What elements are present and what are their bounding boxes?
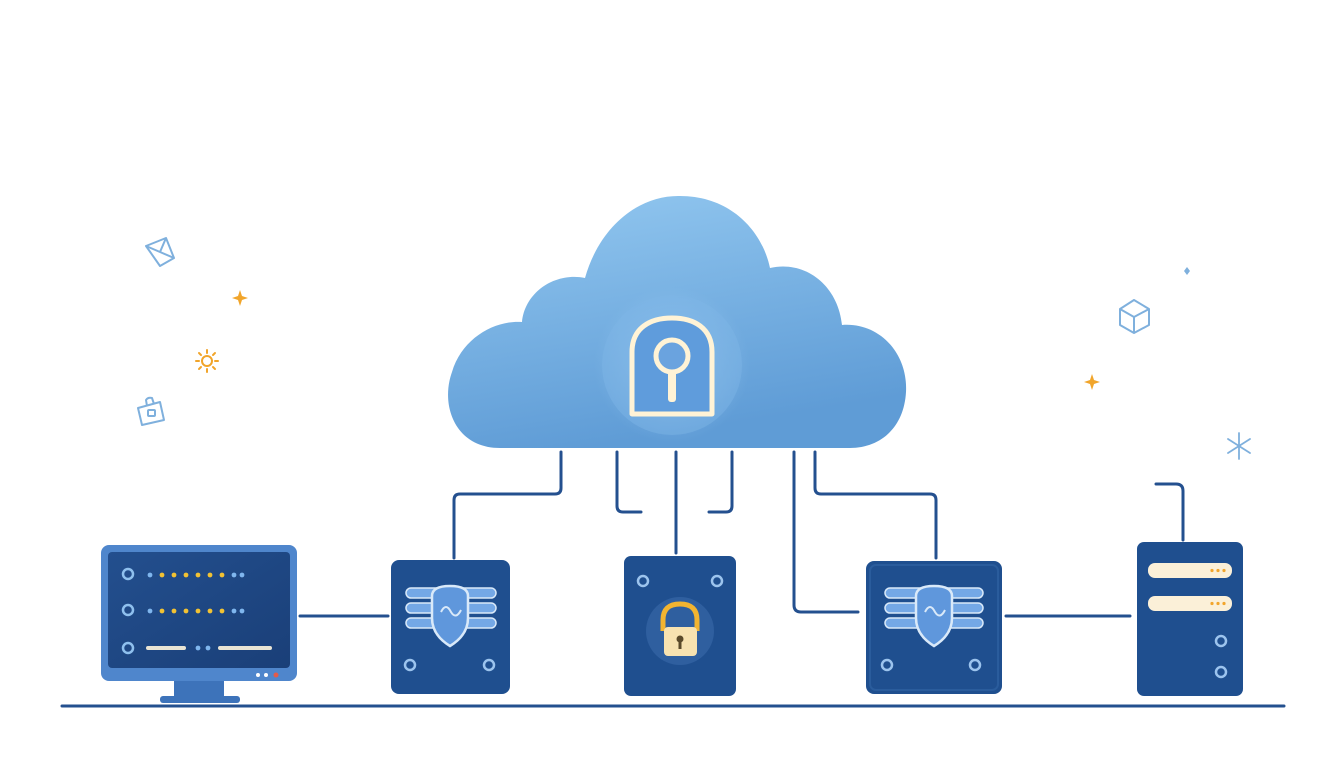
- link-cloud-firewall-left: [452, 450, 563, 560]
- monitor-icon: [101, 545, 297, 703]
- link-cloud-firewall-right-outer: [792, 450, 860, 614]
- status-dots-row-1: [147, 572, 245, 578]
- hexagon-cube-icon: [1119, 299, 1150, 334]
- bag-lock-icon: [137, 396, 165, 426]
- asterisk-icon: [1227, 432, 1251, 460]
- keyhole-lock-icon: [629, 315, 715, 417]
- firewall-left-device: [391, 560, 510, 694]
- status-dots-row-2: [147, 608, 245, 614]
- link-cloud-stub-1: [615, 450, 643, 514]
- padlock-icon: [660, 601, 700, 656]
- status-bars-row-3: [146, 645, 272, 651]
- firewall-right-device: [866, 561, 1002, 694]
- link-server-top: [1154, 482, 1185, 542]
- cloud: [448, 195, 907, 448]
- link-cloud-stub-2: [707, 450, 734, 514]
- sun-icon: [195, 349, 219, 373]
- small-diamond-icon: [1184, 267, 1190, 275]
- link-cloud-firewall-right: [813, 450, 938, 560]
- sparkle-icon: [232, 290, 248, 306]
- cube-outline-icon: [145, 237, 175, 267]
- server-tower-icon: [1137, 542, 1243, 696]
- sparkle-icon: [1084, 374, 1100, 390]
- shield-firewall-icon: [884, 584, 984, 648]
- shield-firewall-icon: [405, 584, 497, 648]
- vault-device: [624, 556, 736, 696]
- connection-lines: [298, 450, 1185, 618]
